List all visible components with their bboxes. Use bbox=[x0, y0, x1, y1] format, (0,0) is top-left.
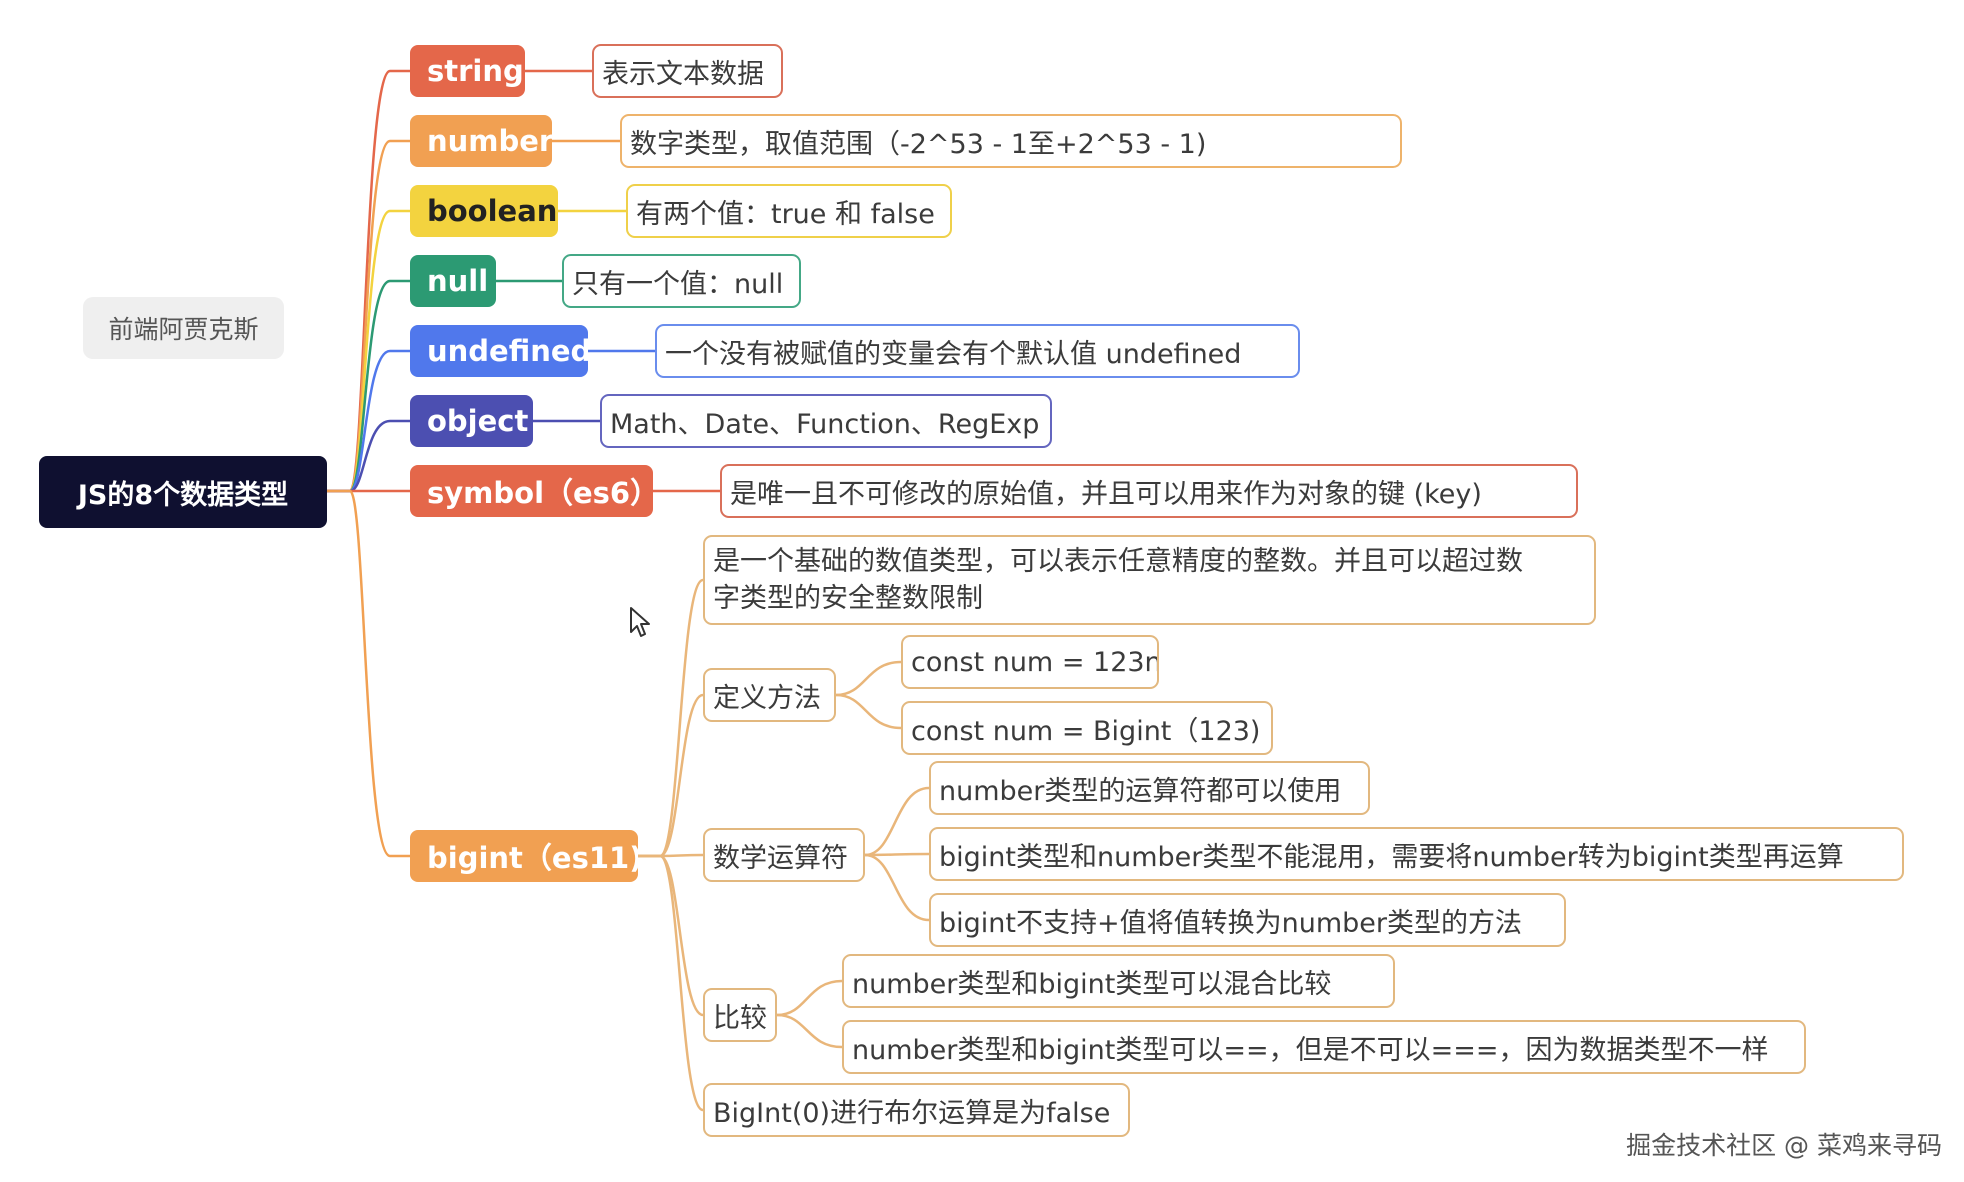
category-undefined: undefined bbox=[410, 325, 588, 377]
compare-item: number类型和bigint类型可以==，但是不可以===，因为数据类型不一样 bbox=[842, 1020, 1806, 1074]
root-branch-line bbox=[325, 489, 412, 858]
mouse-cursor-icon bbox=[630, 607, 650, 637]
author-tag: 前端阿贾克斯 bbox=[83, 297, 284, 359]
compare-item: number类型和bigint类型可以混合比较 bbox=[842, 954, 1395, 1008]
desc-number: 数字类型，取值范围（-2^53 - 1至+2^53 - 1) bbox=[620, 114, 1402, 168]
desc-object: Math、Date、Function、RegExp bbox=[600, 394, 1052, 448]
define-item: const num = Bigint（123) bbox=[901, 701, 1273, 755]
bigint-boolean-note: BigInt(0)进行布尔运算是为false bbox=[703, 1083, 1130, 1137]
category-null: null bbox=[410, 255, 496, 307]
desc-undefined: 一个没有被赋值的变量会有个默认值 undefined bbox=[655, 324, 1300, 378]
math-item: bigint不支持+值将值转换为number类型的方法 bbox=[929, 893, 1566, 947]
root-node: JS的8个数据类型 bbox=[39, 456, 327, 528]
compare-branch-line bbox=[775, 979, 844, 1017]
math-branch-line bbox=[863, 852, 931, 857]
bigint-branch-line bbox=[636, 578, 705, 858]
bigint-intro: 是一个基础的数值类型，可以表示任意精度的整数。并且可以超过数 字类型的安全整数限… bbox=[703, 535, 1596, 625]
math-branch-line bbox=[863, 853, 931, 922]
category-string: string bbox=[410, 45, 525, 97]
category-bigint: bigint（es11) bbox=[410, 830, 638, 882]
bigint-branch-line bbox=[636, 693, 705, 858]
category-boolean: boolean bbox=[410, 185, 558, 237]
define-branch-line bbox=[834, 660, 903, 697]
bigint-math-label: 数学运算符 bbox=[703, 828, 865, 882]
footer-watermark: 掘金技术社区 @ 菜鸡来寻码 bbox=[1626, 1131, 1942, 1160]
bigint-intro-line-2: 字类型的安全整数限制 bbox=[713, 583, 983, 614]
define-branch-line bbox=[834, 693, 903, 730]
category-symbol: symbol（es6） bbox=[410, 465, 653, 517]
desc-string: 表示文本数据 bbox=[592, 44, 783, 98]
math-item: bigint类型和number类型不能混用，需要将number转为bigint类… bbox=[929, 827, 1904, 881]
math-item: number类型的运算符都可以使用 bbox=[929, 761, 1370, 815]
desc-null: 只有一个值：null bbox=[562, 254, 801, 308]
math-branch-line bbox=[863, 786, 931, 857]
bigint-intro-line-1: 是一个基础的数值类型，可以表示任意精度的整数。并且可以超过数 bbox=[713, 546, 1523, 577]
category-object: object bbox=[410, 395, 533, 447]
category-number: number bbox=[410, 115, 552, 167]
bigint-compare-label: 比较 bbox=[703, 988, 777, 1042]
root-branch-line bbox=[325, 419, 412, 493]
desc-symbol: 是唯一且不可修改的原始值，并且可以用来作为对象的键 (key) bbox=[720, 464, 1578, 518]
define-item: const num = 123n bbox=[901, 635, 1159, 689]
compare-branch-line bbox=[775, 1013, 844, 1049]
bigint-branch-line bbox=[636, 854, 705, 1112]
desc-boolean: 有两个值：true 和 false bbox=[626, 184, 952, 238]
bigint-define-label: 定义方法 bbox=[703, 668, 836, 722]
